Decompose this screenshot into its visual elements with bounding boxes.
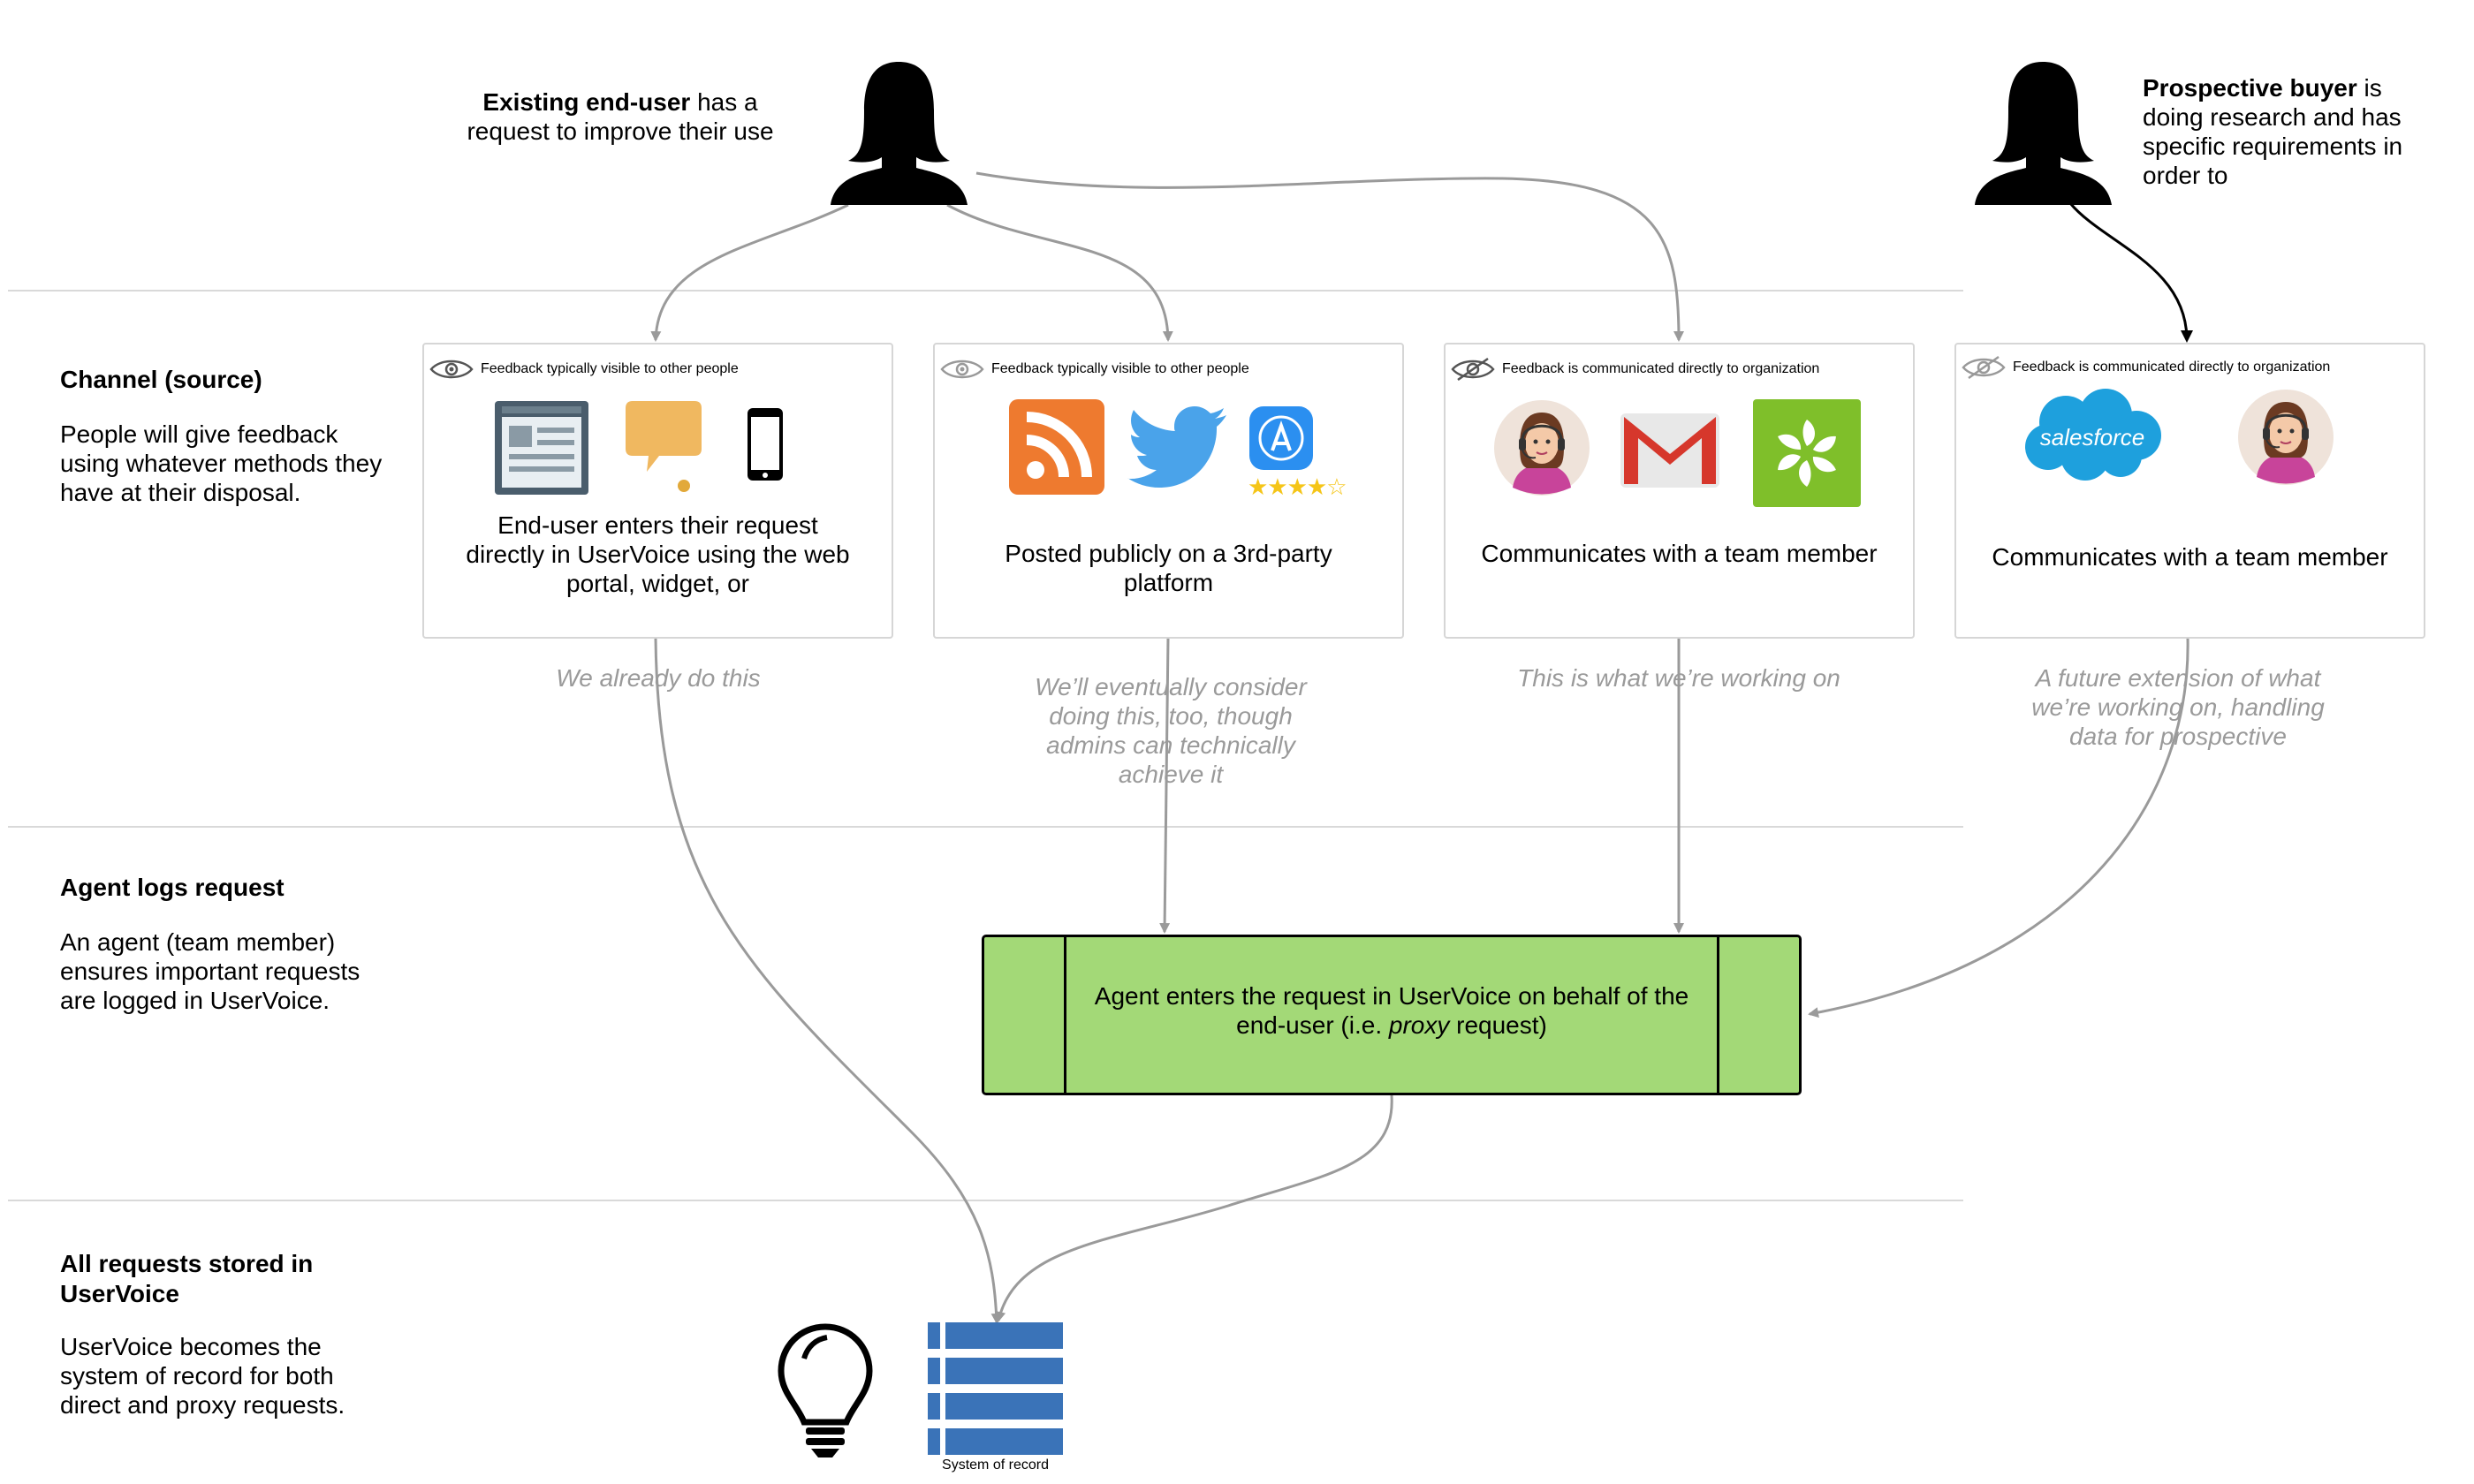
agent-text-emphasis: proxy xyxy=(1388,1011,1450,1039)
card-text: Communicates with a team member xyxy=(1481,540,1878,567)
arrow-card4-to-agent xyxy=(1808,637,2189,1018)
visibility-row: Feedback is communicated directly to org… xyxy=(1962,355,2330,380)
system-of-record-icon xyxy=(928,1322,1063,1455)
card-note: A future extension of what we’re working… xyxy=(2031,664,2325,750)
zendesk-icon xyxy=(1753,399,1861,507)
gmail-icon xyxy=(1620,413,1719,488)
eye-icon xyxy=(429,360,474,379)
rss-icon xyxy=(1009,399,1104,495)
section-divider-3 xyxy=(8,1200,1963,1201)
section-divider-1 xyxy=(8,290,1963,292)
row-agent: Agent logs request An agent (team member… xyxy=(60,873,378,1015)
eye-icon xyxy=(940,360,984,379)
twitter-icon xyxy=(1127,406,1226,488)
rating-stars: ★★★★☆ xyxy=(1248,473,1347,500)
arrow-prospect-to-card4 xyxy=(2068,202,2193,343)
row-title: Channel (source) xyxy=(60,366,262,393)
visibility-text: Feedback is communicated directly to org… xyxy=(1502,361,1820,376)
speech-bubble-icon xyxy=(626,401,702,492)
agent-text-prefix: end-user (i.e. xyxy=(1236,1011,1389,1039)
row-description: An agent (team member) ensures important… xyxy=(60,928,360,1014)
row-title: Agent logs request xyxy=(60,874,285,901)
visibility-row: Feedback is communicated directly to org… xyxy=(1451,357,1819,382)
card-note: This is what we’re working on xyxy=(1517,664,1840,692)
agent-text-line1: Agent enters the request in UserVoice on… xyxy=(1094,982,1689,1010)
visibility-text: Feedback typically visible to other peop… xyxy=(991,361,1249,376)
arrow-card1-to-record xyxy=(654,637,1002,1324)
agent-text-line2: end-user (i.e. proxy request) xyxy=(1073,1011,1711,1040)
existing-user-bold: Existing end-user xyxy=(482,88,691,116)
prospective-buyer-bold: Prospective buyer xyxy=(2143,74,2357,102)
channel-card-third-party: Feedback typically visible to other peop… xyxy=(933,343,1404,639)
visibility-text: Feedback typically visible to other peop… xyxy=(481,361,739,376)
prospective-buyer-caption: Prospective buyer is doing research and … xyxy=(2143,73,2447,190)
lightbulb-icon xyxy=(778,1323,873,1458)
card-note: We’ll eventually consider doing this, to… xyxy=(1035,673,1307,788)
agent-box-right-bar xyxy=(1717,937,1719,1093)
card-note: We already do this xyxy=(556,664,761,692)
visibility-row: Feedback typically visible to other peop… xyxy=(940,357,1249,382)
row-channel: Channel (source) People will give feedba… xyxy=(60,365,396,507)
arrow-user-to-card3 xyxy=(975,171,1684,342)
row-description: UserVoice becomes the system of record f… xyxy=(60,1333,345,1419)
arrow-agent-to-record xyxy=(995,1094,1393,1322)
card-text: Communicates with a team member xyxy=(1992,543,2388,571)
agent-box-text: Agent enters the request in UserVoice on… xyxy=(1073,981,1711,1040)
arrow-card2-to-agent xyxy=(1159,637,1171,934)
section-divider-2 xyxy=(8,826,1963,828)
existing-user-icon xyxy=(831,62,968,205)
row-description: People will give feedback using whatever… xyxy=(60,420,383,506)
channel-card-prospect: Feedback is communicated directly to org… xyxy=(1954,343,2425,639)
support-agent-icon xyxy=(2238,390,2334,485)
agent-proxy-request-box: Agent enters the request in UserVoice on… xyxy=(982,935,1802,1095)
eye-hidden-icon xyxy=(1962,355,2006,380)
card-text: Posted publicly on a 3rd-party platform xyxy=(1005,540,1332,596)
visibility-row: Feedback typically visible to other peop… xyxy=(429,357,739,382)
visibility-text: Feedback is communicated directly to org… xyxy=(2013,360,2331,375)
card-text: End-user enters their request directly i… xyxy=(466,511,850,597)
eye-hidden-icon xyxy=(1451,357,1495,382)
agent-text-suffix: request) xyxy=(1449,1011,1547,1039)
agent-box-left-bar xyxy=(1064,937,1066,1093)
channel-card-direct: Feedback typically visible to other peop… xyxy=(422,343,893,639)
salesforce-icon: salesforce xyxy=(2022,387,2163,484)
mobile-phone-icon xyxy=(748,408,783,481)
web-portal-icon xyxy=(495,401,588,495)
prospective-buyer-icon xyxy=(1975,62,2112,205)
salesforce-label: salesforce xyxy=(2039,424,2145,450)
system-of-record-label: System of record xyxy=(942,1458,1049,1473)
row-title: All requests stored in UserVoice xyxy=(60,1250,314,1307)
arrow-user-to-card1 xyxy=(650,203,849,342)
app-store-icon xyxy=(1249,406,1313,470)
row-storage: All requests stored in UserVoice UserVoi… xyxy=(60,1249,360,1420)
channel-card-team-member: Feedback is communicated directly to org… xyxy=(1444,343,1915,639)
existing-user-rest: has a request to improve their use xyxy=(467,88,774,145)
prospective-buyer-rest: is doing research and has specific requi… xyxy=(2143,74,2403,189)
support-agent-icon xyxy=(1494,400,1590,496)
existing-user-caption: Existing end-user has a request to impro… xyxy=(461,87,779,146)
arrow-user-to-card2 xyxy=(946,203,1173,342)
